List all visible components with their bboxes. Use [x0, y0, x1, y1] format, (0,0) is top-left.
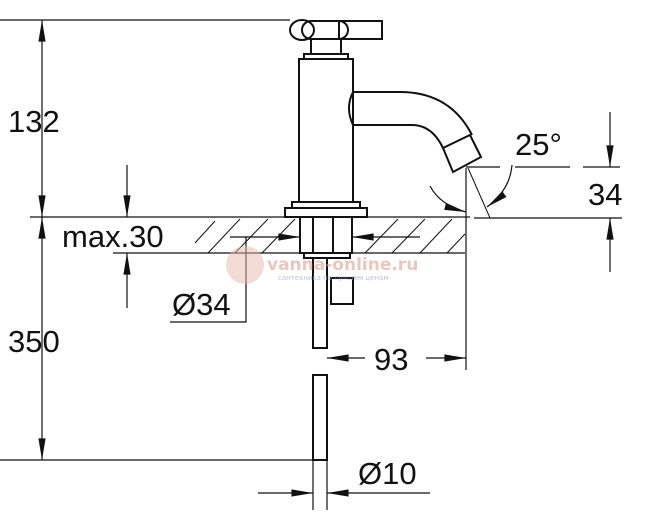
faucet-body	[284, 19, 483, 461]
label-350: 350	[8, 324, 60, 359]
countertop-hatch	[194, 218, 466, 254]
label-34: 34	[588, 177, 622, 212]
label-25deg: 25°	[515, 127, 562, 162]
label-d34: Ø34	[172, 287, 231, 322]
watermark-logo-icon	[226, 246, 264, 284]
label-132: 132	[8, 104, 60, 139]
angle-arrow-right	[486, 164, 513, 208]
label-d10: Ø10	[358, 456, 417, 491]
watermark: vanna-online.ru сантехника по лучшим цен…	[226, 246, 418, 284]
label-93: 93	[374, 342, 408, 377]
label-max30: max.30	[62, 219, 164, 254]
watermark-brand: vanna-online.ru	[267, 255, 418, 275]
d10-extension-lines	[312, 460, 328, 510]
watermark-tagline: сантехника по лучшим ценам	[278, 274, 389, 282]
angle-line	[467, 167, 491, 219]
spout-extension-lines	[466, 166, 622, 219]
angle-arrow-left	[429, 185, 467, 213]
